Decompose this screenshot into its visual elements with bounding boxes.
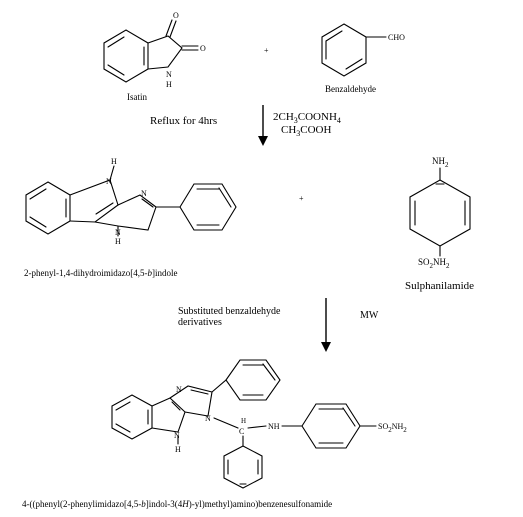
intermediate-n-right: N — [141, 189, 147, 198]
isatin-oxo-top: O — [173, 11, 179, 20]
intermediate-label: 2-phenyl-1,4-dihydroimidazo[4,5-b]indole — [24, 268, 177, 278]
intermediate-h-bottom: H — [115, 237, 121, 246]
plus-sign-step1: + — [264, 46, 269, 55]
product-n-upper: N — [176, 385, 182, 394]
sulphanilamide-nh2: NH2 — [432, 156, 449, 169]
plus-sign-step2: + — [299, 194, 304, 203]
isatin-label: Isatin — [127, 92, 147, 102]
condition-substituted-benzaldehyde: Substituted benzaldehyde — [178, 306, 281, 317]
product-c-ch: C — [239, 427, 244, 436]
condition-reflux: Reflux for 4hrs — [150, 115, 217, 127]
benzaldehyde-structure: CHO — [321, 23, 405, 77]
product-label: 4-((phenyl(2-phenylimidazo[4,5-b]indol-3… — [22, 499, 332, 509]
condition-derivatives: derivatives — [178, 317, 222, 328]
product-nh: NH — [268, 422, 280, 431]
sulphanilamide-label: Sulphanilamide — [405, 280, 474, 292]
sulphanilamide-structure: NH2 SO2NH2 — [409, 156, 471, 270]
isatin-nh-h: H — [166, 80, 172, 89]
isatin-structure: O O N H — [103, 11, 206, 89]
intermediate-structure: H N N N H — [25, 157, 237, 246]
benzaldehyde-label: Benzaldehyde — [325, 84, 376, 94]
product-h-indole: H — [175, 445, 181, 454]
intermediate-h-top: H — [111, 157, 117, 166]
product-n-indole: N — [174, 431, 180, 440]
isatin-nh-n: N — [166, 70, 172, 79]
condition-microwave: MW — [360, 310, 379, 321]
intermediate-n-top: N — [106, 177, 112, 186]
benzaldehyde-group: CHO — [388, 33, 405, 42]
reaction-arrow-1 — [258, 105, 268, 146]
product-n-lower: N — [205, 414, 211, 423]
product-structure: N N N H H C NH SO2NH2 — [111, 359, 407, 489]
sulphanilamide-so2nh2: SO2NH2 — [418, 257, 450, 270]
reaction-arrow-2 — [321, 298, 331, 352]
isatin-oxo-right: O — [200, 44, 206, 53]
product-h-ch: H — [241, 417, 246, 425]
product-so2nh2: SO2NH2 — [378, 422, 407, 434]
intermediate-n-bottom: N — [115, 228, 121, 237]
reagent-acetic-acid: CH3COOH — [281, 124, 332, 138]
reagent-ammonium-acetate: 2CH3COONH4 — [273, 111, 341, 125]
